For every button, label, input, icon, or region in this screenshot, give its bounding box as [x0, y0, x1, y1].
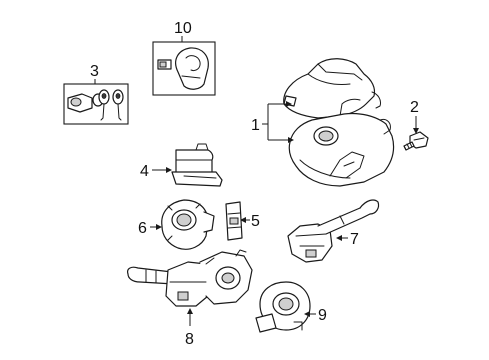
box-3: [63, 83, 129, 125]
key-2: [112, 89, 124, 121]
part-3-group: 3: [63, 63, 129, 125]
key-1: [98, 89, 110, 121]
steering-column-lower-cover: [288, 112, 395, 187]
part-2-group: 2: [403, 99, 429, 151]
key-reminder-switch: [157, 47, 209, 90]
callout-5: 5: [251, 213, 260, 230]
callout-3: 3: [90, 63, 99, 80]
part-10-group: 10: [152, 20, 216, 96]
lock-cylinder: [67, 93, 104, 113]
arrow-5: [240, 217, 246, 223]
connector: [225, 201, 243, 241]
wiper-switch: [287, 199, 380, 263]
arrow-4: [166, 167, 172, 173]
arrow-8: [187, 308, 193, 314]
arrow-1b: [288, 137, 294, 143]
part-6-group: 6: [138, 199, 215, 250]
callout-7: 7: [350, 231, 359, 248]
callout-2: 2: [410, 99, 419, 116]
part-5-group: 5: [225, 201, 260, 241]
arrow-1a: [286, 101, 292, 107]
callout-10: 10: [174, 20, 192, 37]
clock-spring: [255, 281, 311, 333]
leader-1: [262, 103, 290, 141]
part-8-group: 8: [127, 249, 253, 348]
arrow-7: [336, 235, 342, 241]
callout-4: 4: [140, 163, 149, 180]
callout-9: 9: [318, 307, 327, 324]
callout-8: 8: [185, 331, 194, 348]
ignition-switch-module: [171, 143, 223, 187]
bolt: [403, 131, 429, 151]
part-9-group: 9: [255, 281, 327, 333]
arrow-2: [413, 128, 419, 134]
combination-switch: [127, 249, 253, 307]
arrow-6: [156, 224, 162, 230]
arrow-9: [304, 311, 310, 317]
part-1-group: 1: [251, 58, 395, 187]
part-7-group: 7: [287, 199, 380, 263]
steering-column-upper-cover: [283, 58, 381, 119]
box-10: [152, 41, 216, 96]
ignition-lock-housing: [161, 199, 215, 250]
callout-6: 6: [138, 220, 147, 237]
callout-1: 1: [251, 117, 260, 134]
part-4-group: 4: [140, 143, 223, 187]
